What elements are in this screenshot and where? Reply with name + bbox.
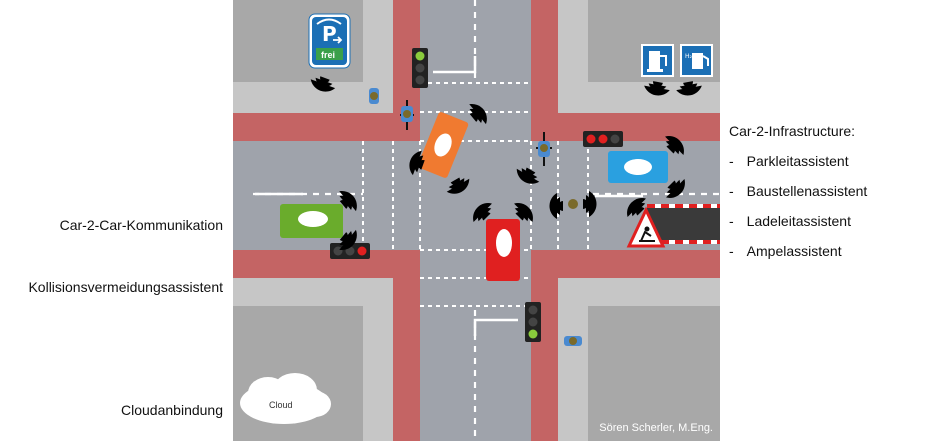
car-red [486, 219, 520, 281]
cloud-shape: Cloud [240, 373, 331, 424]
ev-plug-icon [660, 55, 667, 66]
fuel-pump-icon [702, 55, 709, 66]
bike-crossing [531, 250, 558, 278]
bullet: - [729, 213, 734, 229]
label-infra-title: Car-2-Infrastructure: [729, 123, 856, 139]
roadworks-sign [626, 206, 666, 248]
car-green [280, 204, 343, 238]
traffic-light-green [525, 302, 541, 342]
parking-letter: P [322, 22, 337, 46]
stop-line [433, 56, 477, 74]
label-collision-avoidance: Kollisionsvermeidungsassistent [28, 279, 223, 295]
infra-item-label: Parkleitassistent [746, 153, 849, 169]
cloud-icon [624, 159, 652, 175]
cloud-icon [496, 229, 512, 257]
label-cloud-connection: Cloudanbindung [121, 402, 223, 418]
car-blue [608, 151, 668, 183]
car-orange [417, 112, 469, 178]
parking-status: frei [321, 50, 335, 60]
infra-item-label: Ampelassistent [746, 243, 842, 259]
cyclist-icon [536, 132, 552, 166]
pedestrian-icon [568, 199, 578, 209]
parking-sign: P frei [308, 13, 351, 69]
cyclist-icon [369, 88, 379, 104]
infra-list-item: -Baustellenassistent [729, 183, 867, 199]
infra-list-item: -Ampelassistent [729, 243, 842, 259]
bike-crossing [393, 250, 420, 278]
stop-line [473, 318, 518, 336]
cloud-icon [434, 133, 452, 157]
cloud-label: Cloud [269, 400, 293, 410]
cyclist-icon [400, 100, 414, 130]
hydrogen-station-sign: H₂ [680, 44, 713, 77]
cloud-icon [298, 211, 328, 227]
charging-station-sign [641, 44, 674, 77]
bullet: - [729, 153, 734, 169]
image-credit: Sören Scherler, M.Eng. [599, 422, 713, 434]
traffic-light-red [583, 131, 623, 147]
label-car2car: Car-2-Car-Kommunikation [59, 217, 223, 233]
arrow-right-icon [333, 36, 343, 44]
infra-item-label: Baustellenassistent [746, 183, 868, 199]
svg-text:H₂: H₂ [685, 53, 693, 60]
intersection-scene: P frei H₂ [233, 0, 720, 441]
infra-list-item: -Parkleitassistent [729, 153, 849, 169]
worker-icon [639, 230, 655, 242]
bullet: - [729, 183, 734, 199]
infra-list-item: -Ladeleitassistent [729, 213, 851, 229]
bullet: - [729, 243, 734, 259]
infra-item-label: Ladeleitassistent [746, 213, 851, 229]
traffic-light-green [412, 48, 428, 88]
cyclist-icon [564, 336, 582, 346]
